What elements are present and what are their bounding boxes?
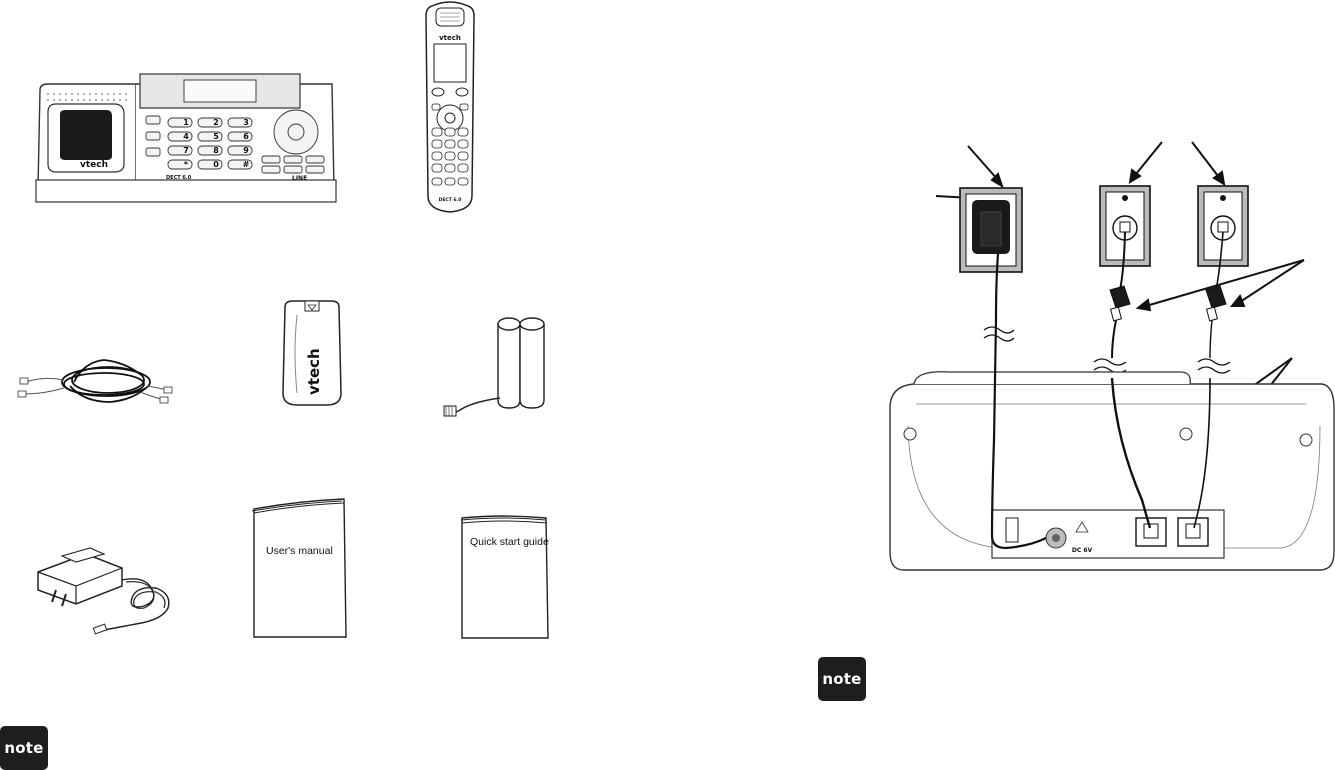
base-line-label: LINE: [292, 175, 307, 182]
belt-clip-brand-logo: vtech: [305, 348, 323, 395]
quick-start-guide-title: Quick start guide: [470, 536, 549, 548]
handset-brand-logo: vtech: [439, 34, 461, 42]
base-brand-logo: vtech: [80, 160, 108, 170]
note-badge-left: note: [0, 726, 48, 770]
cordless-handset-illustration: vtech DECT 6.0: [418, 0, 482, 214]
svg-text:2: 2: [213, 118, 219, 127]
svg-text:4: 4: [183, 132, 189, 141]
svg-text:9: 9: [243, 146, 249, 155]
belt-clip-illustration: vtech: [277, 297, 347, 407]
dc-power-label: DC 6V: [1072, 547, 1093, 554]
installation-diagram: DC 6V: [880, 140, 1335, 580]
svg-text:8: 8: [213, 146, 219, 155]
svg-text:3: 3: [243, 118, 249, 127]
svg-text:7: 7: [183, 146, 189, 155]
base-dect-logo: DECT 6.0: [166, 175, 192, 181]
svg-text:5: 5: [213, 132, 219, 141]
users-manual-illustration: [248, 497, 350, 639]
svg-text:#: #: [243, 160, 250, 169]
svg-text:1: 1: [183, 118, 189, 127]
quick-start-guide-illustration: [458, 512, 550, 640]
svg-text:6: 6: [243, 132, 249, 141]
power-adapter-illustration: [32, 546, 182, 636]
battery-pack-illustration: [442, 314, 550, 424]
handset-dect-logo: DECT 6.0: [439, 197, 462, 203]
telephone-line-cords-illustration: [14, 352, 174, 412]
note-badge-right: note: [818, 657, 866, 701]
users-manual-title: User's manual: [266, 545, 333, 557]
svg-text:0: 0: [213, 160, 219, 169]
